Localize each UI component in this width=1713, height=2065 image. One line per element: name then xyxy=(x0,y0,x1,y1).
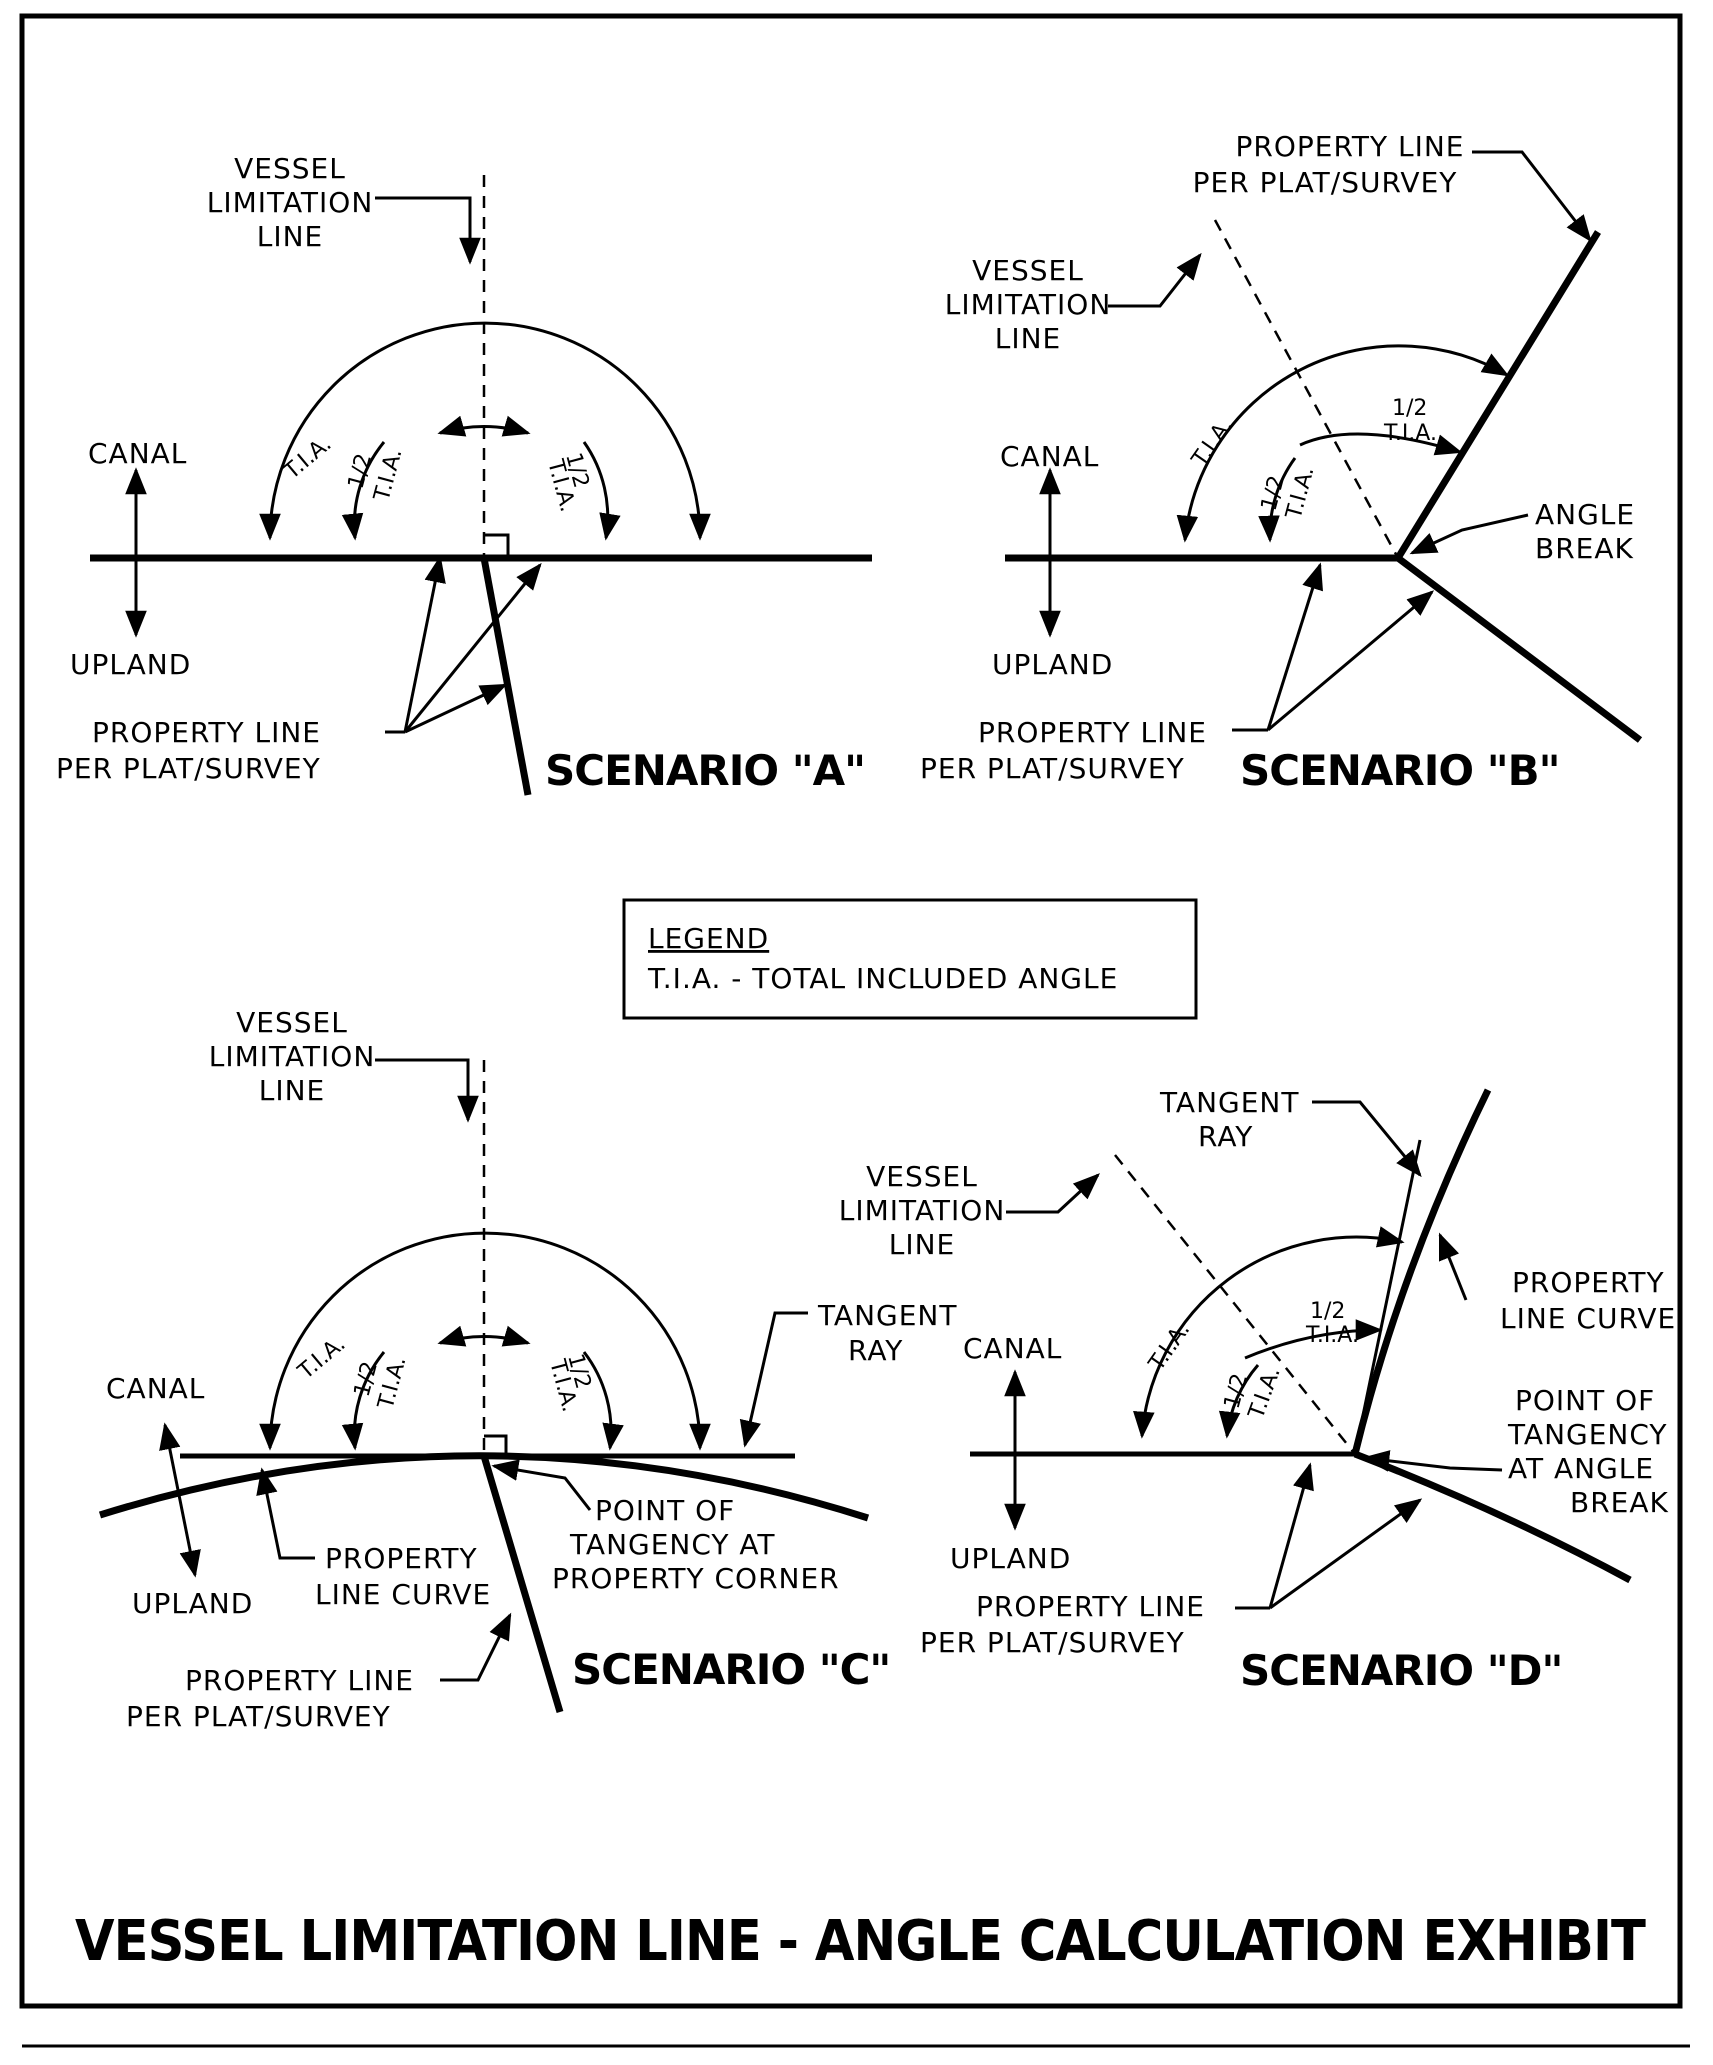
c-property-label-2: PER PLAT/SURVEY xyxy=(126,1700,391,1733)
d-half-tia-label-right: T.I.A. xyxy=(1305,1323,1359,1348)
c-vessel-label-1: VESSEL xyxy=(236,1006,348,1039)
legend-box xyxy=(622,898,1198,1020)
d-property-label-2: PER PLAT/SURVEY xyxy=(920,1626,1185,1659)
a-property-label-2: PER PLAT/SURVEY xyxy=(56,752,321,785)
d-pod-label-2: TANGENCY xyxy=(1507,1418,1668,1451)
d-vessel-label-1: VESSEL xyxy=(866,1160,978,1193)
c-poc-label-2: TANGENCY AT xyxy=(569,1528,776,1561)
d-upland-label: UPLAND xyxy=(950,1542,1071,1575)
a-vessel-label-2: LIMITATION xyxy=(207,186,374,219)
c-half-tia-label-left: T.I.A. xyxy=(373,1354,411,1413)
c-curve-label-2: LINE CURVE xyxy=(315,1578,491,1611)
d-vessel-label-3: LINE xyxy=(889,1228,956,1261)
d-tangent-label-2: RAY xyxy=(1198,1120,1253,1153)
d-tia-label: T.I.A. xyxy=(1144,1318,1195,1377)
c-vessel-label-3: LINE xyxy=(259,1074,326,1107)
legend-heading: LEGEND xyxy=(648,922,769,955)
b-vessel-label-2: LIMITATION xyxy=(945,288,1112,321)
a-upland-label: UPLAND xyxy=(70,648,191,681)
b-property-label-1: PROPERTY LINE xyxy=(978,716,1207,749)
scenario-b-diagram xyxy=(1005,150,1643,743)
d-half-label-right: 1/2 xyxy=(1310,1299,1345,1324)
d-pod-label-3: AT ANGLE xyxy=(1508,1452,1654,1485)
d-pod-label-1: POINT OF xyxy=(1515,1384,1655,1417)
b-property-label-2: PER PLAT/SURVEY xyxy=(920,752,1185,785)
a-canal-label: CANAL xyxy=(88,437,187,470)
scenario-a-title: SCENARIO "A" xyxy=(545,746,865,795)
d-vessel-label-2: LIMITATION xyxy=(839,1194,1006,1227)
b-angle-break-label-1: ANGLE xyxy=(1535,498,1635,531)
legend-entry: T.I.A. - TOTAL INCLUDED ANGLE xyxy=(647,962,1118,995)
c-curve-label-1: PROPERTY xyxy=(325,1542,478,1575)
c-vessel-label-2: LIMITATION xyxy=(209,1040,376,1073)
a-property-label-1: PROPERTY LINE xyxy=(92,716,321,749)
scenario-a-diagram xyxy=(90,175,872,796)
c-tangent-label-2: RAY xyxy=(848,1334,903,1367)
d-curve-label-2: LINE CURVE xyxy=(1500,1302,1676,1335)
c-upland-label: UPLAND xyxy=(132,1587,253,1620)
scenario-d-diagram xyxy=(970,1088,1632,1610)
b-property-label-top-1: PROPERTY LINE xyxy=(1236,130,1465,163)
d-canal-label: CANAL xyxy=(963,1332,1062,1365)
c-tangent-label-1: TANGENT xyxy=(817,1299,957,1332)
scenario-d-title: SCENARIO "D" xyxy=(1240,1646,1562,1695)
c-poc-label-3: PROPERTY CORNER xyxy=(552,1562,840,1595)
scenario-c-title: SCENARIO "C" xyxy=(572,1645,890,1694)
c-canal-label: CANAL xyxy=(106,1372,205,1405)
d-tangent-label-1: TANGENT xyxy=(1159,1086,1299,1119)
c-poc-label-1: POINT OF xyxy=(595,1494,735,1527)
outer-frame xyxy=(19,13,1683,2009)
d-property-label-1: PROPERTY LINE xyxy=(976,1590,1205,1623)
b-vessel-label-3: LINE xyxy=(995,322,1062,355)
d-curve-label-1: PROPERTY xyxy=(1512,1266,1665,1299)
c-tia-label: T.I.A. xyxy=(293,1331,350,1385)
b-vessel-label-1: VESSEL xyxy=(972,254,1084,287)
a-tia-label: T.I.A. xyxy=(279,431,336,485)
scenario-b-title: SCENARIO "B" xyxy=(1240,746,1560,795)
a-vessel-label-3: LINE xyxy=(257,220,324,253)
b-half-tia-label-right: T.I.A. xyxy=(1383,421,1437,446)
b-half-label-right: 1/2 xyxy=(1392,396,1427,421)
b-angle-break-label-2: BREAK xyxy=(1535,532,1634,565)
exhibit-title: VESSEL LIMITATION LINE - ANGLE CALCULATI… xyxy=(75,1909,1646,1974)
b-canal-label: CANAL xyxy=(1000,440,1099,473)
b-upland-label: UPLAND xyxy=(992,648,1113,681)
d-pod-label-4: BREAK xyxy=(1570,1486,1669,1519)
a-vessel-label-1: VESSEL xyxy=(234,152,346,185)
c-property-label-1: PROPERTY LINE xyxy=(185,1664,414,1697)
b-tia-label: T.I.A. xyxy=(1187,414,1238,473)
scenario-c-diagram xyxy=(98,1058,870,1713)
b-property-label-top-2: PER PLAT/SURVEY xyxy=(1193,166,1458,199)
